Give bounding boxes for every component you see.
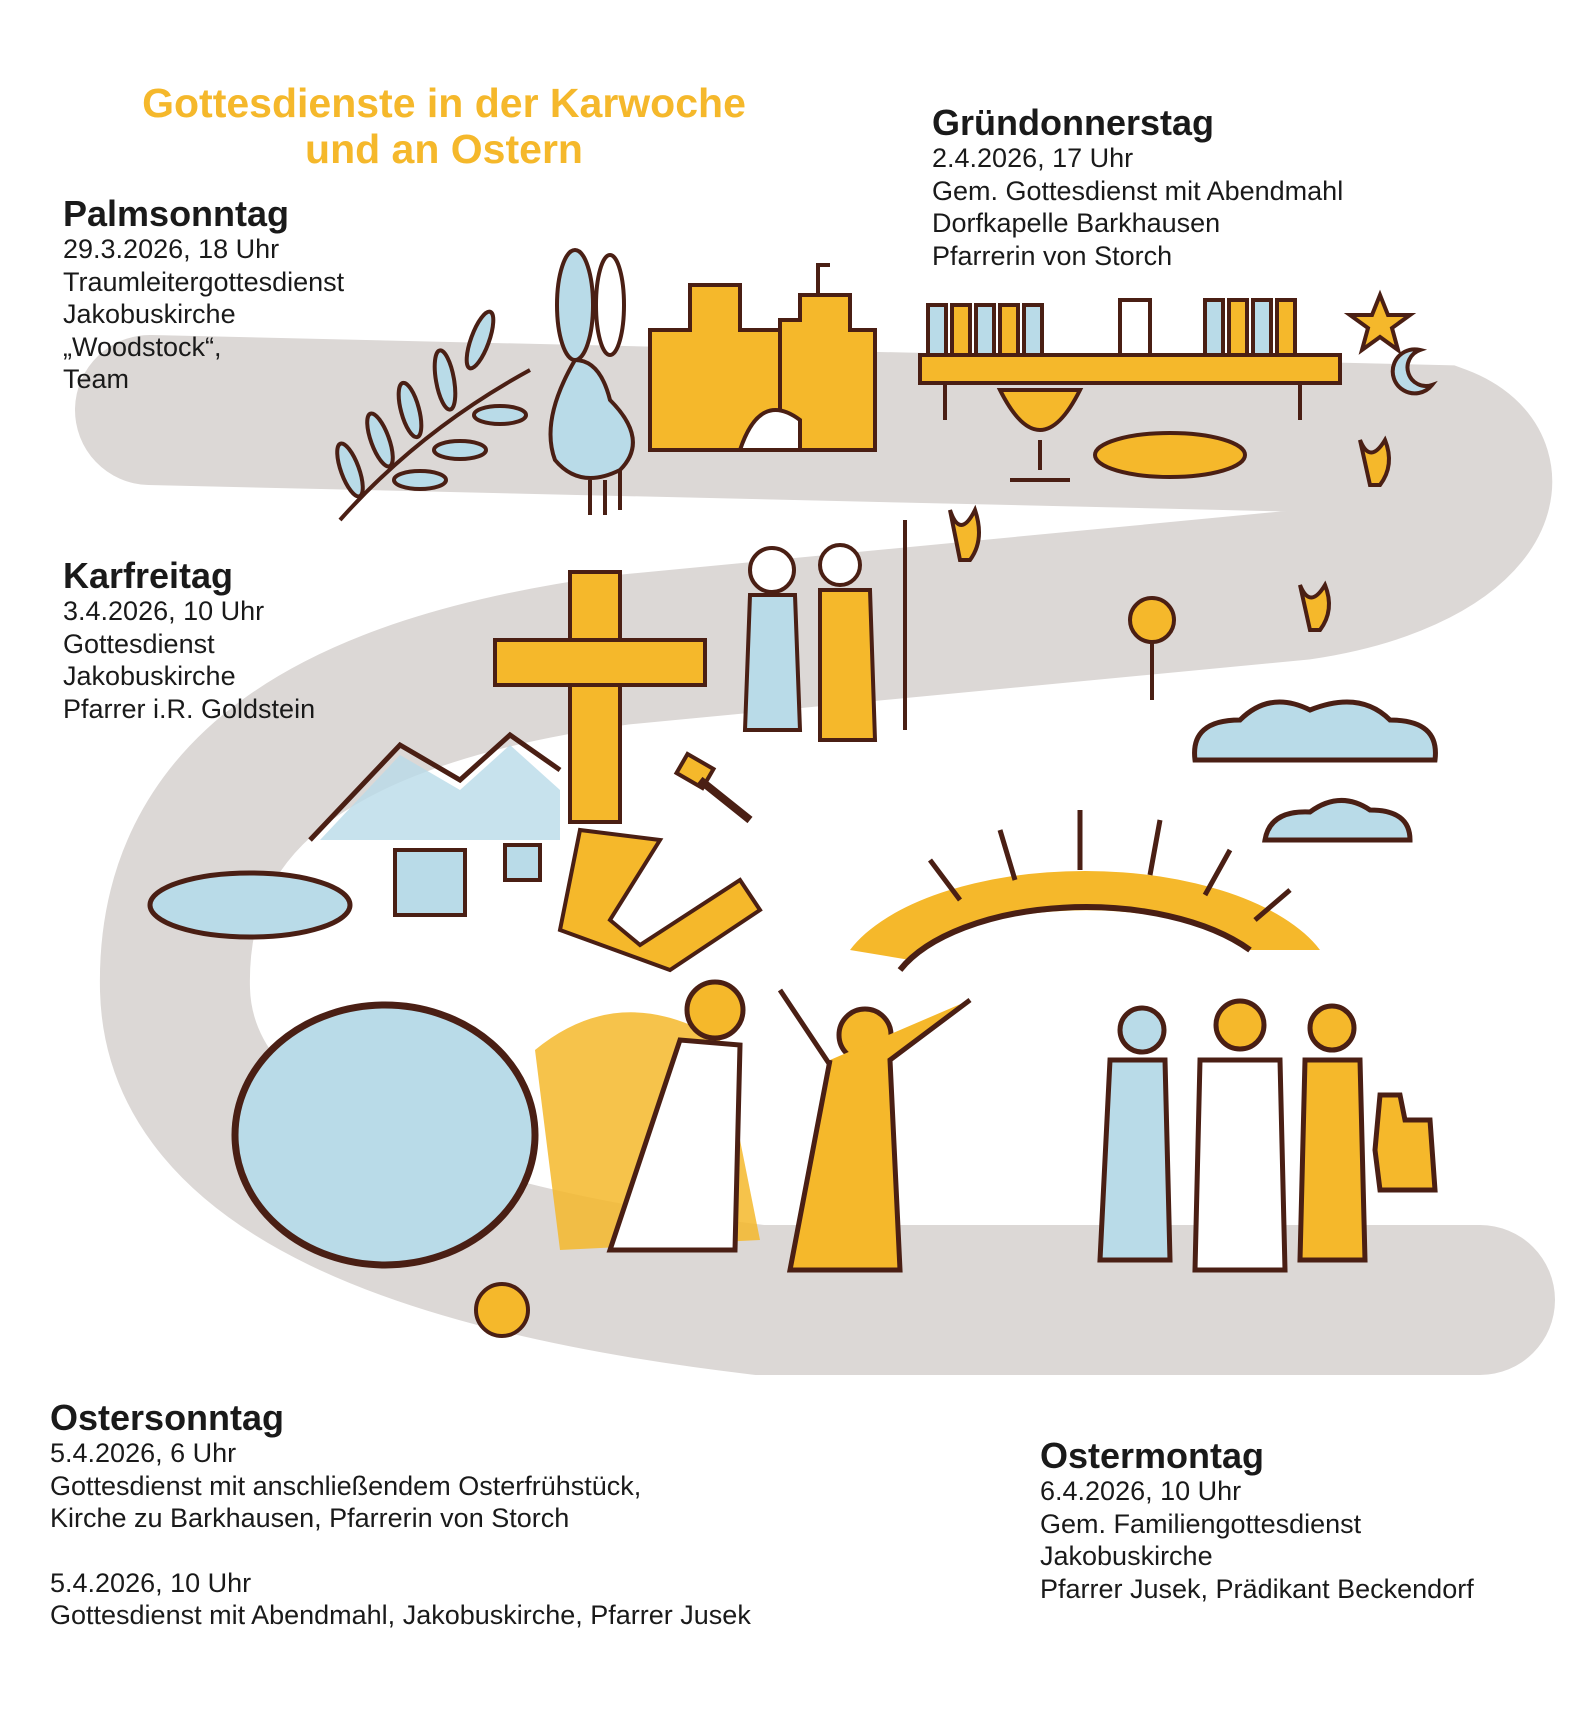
poster-title: Gottesdienste in der Karwoche und an Ost…: [94, 80, 794, 172]
service-details-2: Gottesdienst mit Abendmahl, Jakobuskirch…: [50, 1600, 751, 1630]
service-leader: Pfarrer i.R. Goldstein: [63, 693, 316, 724]
service-date: 6.4.2026, 10 Uhr: [1040, 1476, 1242, 1506]
service-heading: Karfreitag: [63, 555, 234, 596]
resurrection-figures-icon: [606, 979, 972, 1273]
mountains-fill: [320, 745, 560, 840]
service-date: 29.3.2026, 18 Uhr: [63, 234, 280, 264]
service-location: Jakobuskirche: [63, 661, 236, 691]
service-type: Gem. Familiengottesdienst: [1040, 1508, 1362, 1539]
service-ostermontag: Ostermontag 6.4.2026, 10 Uhr Gem. Famili…: [1040, 1437, 1474, 1605]
service-karfreitag: Karfreitag 3.4.2026, 10 Uhr Gottesdienst…: [63, 557, 315, 725]
palm-branch-icon: [335, 309, 531, 522]
title-line-2: und an Ostern: [305, 126, 583, 172]
sun-icon: [850, 810, 1320, 972]
crown-of-thorns-icon: [147, 870, 353, 940]
cross-icon: [493, 570, 707, 824]
service-theme: „Woodstock“,: [63, 331, 222, 362]
service-heading: Gründonnerstag: [932, 102, 1215, 143]
dice-icon: [393, 843, 542, 917]
clouds-icon: [1192, 699, 1438, 843]
service-type: Gem. Gottesdienst mit Abendmahl: [932, 175, 1344, 206]
service-location: Kirche zu Barkhausen, Pfarrerin von Stor…: [50, 1503, 570, 1533]
mountains-icon: [308, 731, 562, 842]
service-heading: Ostermontag: [1040, 1435, 1265, 1476]
service-date: 2.4.2026, 17 Uhr: [932, 143, 1134, 173]
service-date: 5.4.2026, 6 Uhr: [50, 1438, 237, 1468]
service-type: Gottesdienst: [63, 628, 215, 659]
service-leader: Pfarrer Jusek, Prädikant Beckendorf: [1040, 1573, 1474, 1604]
hammer-icon: [673, 751, 753, 824]
moon-icon: [1390, 347, 1438, 396]
title-line-1: Gottesdienste in der Karwoche: [142, 80, 746, 126]
service-gruendonnerstag: Gründonnerstag 2.4.2026, 17 Uhr Gem. Got…: [932, 104, 1343, 272]
service-location: Jakobuskirche: [63, 299, 236, 329]
star-icon: [1343, 289, 1417, 355]
service-leader: Team: [63, 364, 130, 394]
tomb-stone-icon: [231, 1001, 539, 1269]
emmaus-figures-icon: [1097, 998, 1438, 1273]
service-location: Dorfkapelle Barkhausen: [932, 208, 1221, 238]
service-ostersonntag: Ostersonntag 5.4.2026, 6 Uhr Gottesdiens…: [50, 1399, 751, 1632]
service-type: Gottesdienst mit anschließendem Osterfrü…: [50, 1470, 642, 1501]
service-heading: Palmsonntag: [63, 193, 290, 234]
service-type: Traumleitergottesdienst: [63, 266, 345, 297]
service-location: Jakobuskirche: [1040, 1541, 1213, 1571]
city-icon: [648, 263, 877, 452]
figures-icon: [742, 520, 907, 742]
flowers-icon: [474, 435, 1391, 1338]
donkey-icon: [548, 248, 635, 515]
service-palmsonntag: Palmsonntag 29.3.2026, 18 Uhr Traumleite…: [63, 195, 344, 396]
service-date: 3.4.2026, 10 Uhr: [63, 596, 265, 626]
service-heading: Ostersonntag: [50, 1397, 285, 1438]
beams-icon: [557, 827, 763, 973]
service-leader: Pfarrerin von Storch: [932, 240, 1173, 271]
service-date-2: 5.4.2026, 10 Uhr: [50, 1567, 252, 1598]
last-supper-icon: [918, 298, 1342, 482]
